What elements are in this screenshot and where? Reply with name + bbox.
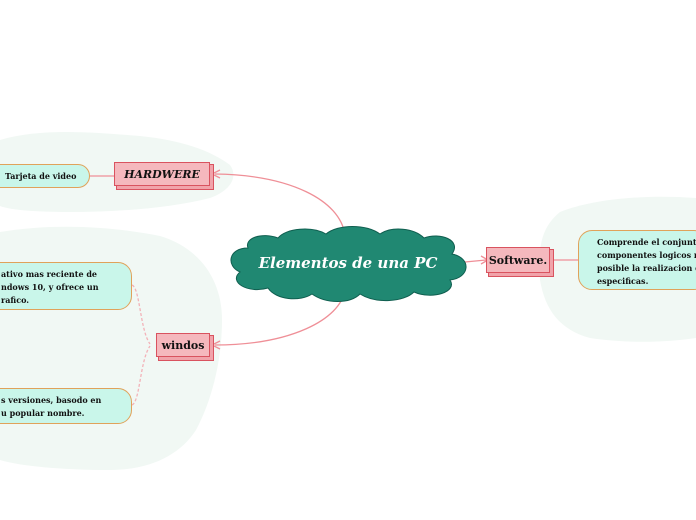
note-text-line: rafico. [1, 295, 30, 305]
topic-software[interactable]: Software. [486, 247, 550, 273]
note-text-line: u popular nombre. [1, 408, 85, 418]
note-windos-1[interactable]: ativo mas reciente de ndows 10, y ofrece… [0, 262, 132, 310]
note-tarjeta-de-video[interactable]: Tarjeta de video [0, 164, 90, 188]
note-text-line: posible la realizacion de [597, 263, 696, 273]
note-text-line: ativo mas reciente de [1, 269, 97, 279]
note-text-line: componentes logicos ne [597, 250, 696, 260]
note-text: Tarjeta de video [5, 171, 77, 181]
note-windos-2[interactable]: s versiones, basodo en u popular nombre. [0, 388, 132, 424]
connector-hardware-arrow [210, 169, 221, 179]
note-software[interactable]: Comprende el conjunto componentes logico… [578, 230, 696, 290]
topic-hardware[interactable]: HARDWERE [114, 162, 210, 186]
connector-windos-notes [131, 284, 151, 406]
connector-software [464, 259, 487, 263]
note-text-line: especificas. [597, 276, 649, 286]
note-text-line: ndows 10, y ofrece un [1, 282, 99, 292]
note-text-line: s versiones, basodo en [1, 395, 102, 405]
connector-windos-arrow [210, 340, 221, 350]
topic-windos[interactable]: windos [156, 333, 210, 357]
note-text-line: Comprende el conjunto [597, 237, 696, 247]
central-cloud-shape [230, 226, 467, 302]
central-topic[interactable]: Elementos de una PC [258, 254, 438, 272]
connector-hardware [214, 173, 346, 236]
